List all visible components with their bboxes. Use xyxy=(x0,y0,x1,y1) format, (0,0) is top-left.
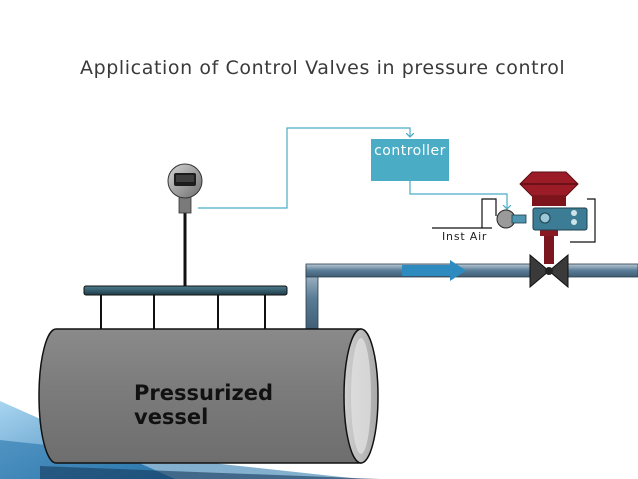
outlet-pipe xyxy=(305,263,638,331)
vessel-label-line1: Pressurized xyxy=(134,381,273,405)
control-valve-icon xyxy=(496,171,588,289)
flow-arrow-icon xyxy=(402,260,466,281)
inst-air-line xyxy=(432,198,596,243)
signal-line xyxy=(198,127,507,209)
slide-title: Application of Control Valves in pressur… xyxy=(80,57,566,79)
vessel-label: Pressurized vessel xyxy=(134,381,273,429)
controller-box: controller xyxy=(371,139,449,181)
pressurized-vessel xyxy=(38,328,379,464)
sensing-header xyxy=(83,285,288,330)
pressure-transmitter-icon xyxy=(167,163,203,286)
vessel-label-line2: vessel xyxy=(134,405,209,429)
controller-label: controller xyxy=(374,143,446,159)
inst-air-label: Inst Air xyxy=(442,230,488,243)
